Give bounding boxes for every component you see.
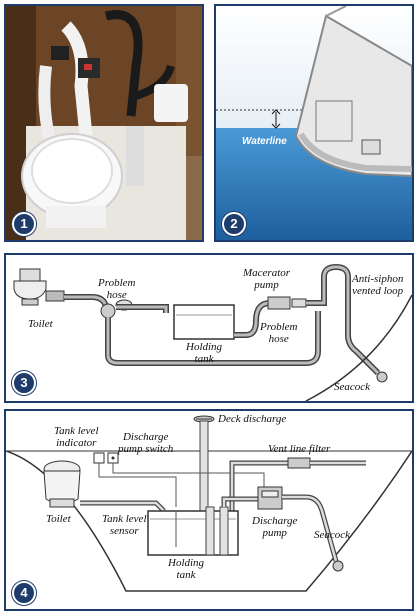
- panel-1-badge: 1: [12, 212, 36, 236]
- p4-tank-level-sensor-label: Tank level sensor: [102, 513, 147, 537]
- problem-hose-schematic: [13, 263, 412, 401]
- panel-2-badge: 2: [222, 212, 246, 236]
- hull-waterline-illustration: [216, 6, 412, 240]
- p3-problem-hose-1-label: Problem hose: [98, 277, 136, 301]
- holding-tank-system-illustration: [6, 415, 412, 592]
- p4-holding-tank-label: Holding tank: [168, 557, 205, 581]
- p4-discharge-pump-label: Discharge pump: [252, 515, 298, 539]
- panel-3-plumbing-schematic: Toilet Problem hose Holding tank Macerat…: [4, 253, 414, 403]
- panel-4-badge: 4: [12, 581, 36, 605]
- p4-deck-discharge-label: Deck discharge: [218, 413, 287, 425]
- p3-seacock-label: Seacock: [334, 381, 371, 393]
- panel-2-waterline-diagram: Waterline 2: [214, 4, 414, 242]
- p3-macerator-label: Macerator pump: [243, 267, 291, 291]
- p4-toilet-label: Toilet: [46, 513, 71, 525]
- p3-holding-tank-label: Holding tank: [186, 341, 223, 365]
- p4-tank-level-indicator-label: Tank level indicator: [54, 425, 99, 449]
- waterline-label: Waterline: [242, 136, 287, 147]
- panel-3-badge: 3: [12, 371, 36, 395]
- panel-1-photo: 1: [4, 4, 204, 242]
- p4-seacock-label: Seacock: [314, 529, 351, 541]
- p3-anti-siphon-label: Anti-siphon vented loop: [352, 273, 404, 297]
- p3-toilet-label: Toilet: [28, 318, 53, 330]
- p4-vent-line-filter-label: Vent line filter: [268, 443, 331, 455]
- panel-4-system-diagram: Deck discharge Tank level indicator Disc…: [4, 409, 414, 611]
- toilet-photo-illustration: [6, 6, 202, 240]
- p3-problem-hose-2-label: Problem hose: [260, 321, 298, 345]
- p4-discharge-pump-switch-label: Discharge pump switch: [118, 431, 174, 455]
